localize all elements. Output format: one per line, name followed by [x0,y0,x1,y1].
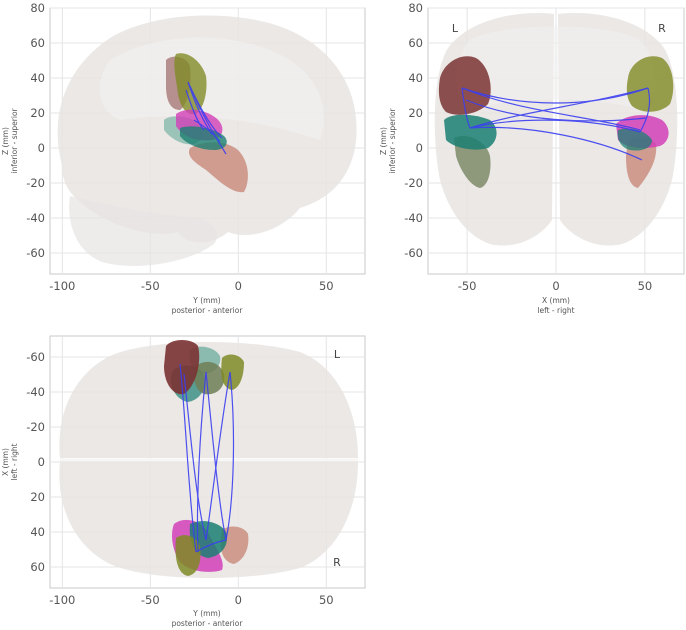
coronal-connection [469,126,643,161]
axial-x-axis-label: Y (mm) [192,609,221,618]
axial-y-axis-sublabel: left - right [10,443,19,480]
sagittal-connection [189,85,227,155]
axial-right-hemisphere-label: R [333,556,341,569]
y-tick-label: 0 [38,455,45,469]
axial-view-panel: L R -100 -50 0 50 -60 -40 -20 0 20 40 60 Y (mm) p… [1,335,366,628]
coronal-left-hemisphere-label: L [452,22,459,35]
coronal-connection [639,87,651,133]
coronal-y-axis-label: Z (mm) [379,127,388,155]
axial-region-sage-left [194,361,225,395]
sagittal-connection [193,119,221,143]
x-tick-label: 0 [552,279,559,293]
x-tick-label: 0 [235,279,242,293]
axial-connection [183,373,207,541]
x-tick-label: -50 [141,593,160,607]
x-tick-label: -50 [141,279,160,293]
sagittal-region-teal [180,126,227,150]
sagittal-brain-highlight [99,37,324,140]
axial-y-tick-labels: -60 -40 -20 0 20 40 60 [26,350,45,574]
y-tick-label: -60 [26,246,45,260]
axial-connection [205,371,231,541]
sagittal-region-olive [174,53,207,115]
axial-connection [179,363,197,553]
coronal-right-hemisphere-label: R [658,22,666,35]
axial-region-olive-left [221,354,244,390]
axial-region-salmon-right [220,526,249,564]
sagittal-x-tick-labels: -100 -50 0 50 [49,279,333,293]
y-tick-label: 20 [30,490,45,504]
coronal-x-axis-label: X (mm) [542,296,570,305]
y-tick-label: 0 [38,141,45,155]
axial-regions [164,340,249,576]
sagittal-connections [185,81,227,155]
coronal-connection [465,99,647,122]
coronal-connection [461,87,649,104]
coronal-connection [461,87,471,129]
coronal-region-teal-right [617,128,652,151]
coronal-connection [469,119,641,133]
sagittal-x-axis-label: Y (mm) [192,296,221,305]
coronal-connection [461,87,641,131]
axial-x-axis-sublabel: posterior - anterior [172,619,244,628]
axial-y-axis-label: X (mm) [1,448,10,476]
axial-connection [196,371,207,553]
y-tick-label: -20 [26,176,45,190]
y-tick-label: -60 [26,350,45,364]
y-tick-label: 40 [408,71,423,85]
sagittal-y-axis-label: Z (mm) [1,127,10,155]
y-tick-label: 80 [30,1,45,15]
axial-connection [195,539,227,553]
x-tick-label: -100 [49,279,75,293]
x-tick-label: 50 [319,593,334,607]
y-tick-label: -60 [404,246,423,260]
coronal-x-axis-sublabel: left - right [537,306,574,315]
y-tick-label: 60 [30,36,45,50]
coronal-region-olive-right [626,56,674,112]
y-tick-label: 20 [30,106,45,120]
axial-connection [225,371,235,541]
y-tick-label: 20 [408,106,423,120]
x-tick-label: 0 [235,593,242,607]
y-tick-label: 0 [416,141,423,155]
x-tick-label: -100 [49,593,75,607]
coronal-connection [469,87,649,129]
coronal-region-teal-left [444,114,497,150]
sagittal-x-axis-sublabel: posterior - anterior [172,306,244,315]
sagittal-region-salmon-temporal [188,142,248,193]
sagittal-y-axis-sublabel: inferior - superior [10,107,19,173]
y-tick-label: 40 [30,71,45,85]
axial-region-maroon-left [164,340,200,395]
x-tick-label: 50 [638,279,653,293]
y-tick-label: 60 [30,560,45,574]
coronal-connections [461,87,651,161]
sagittal-brain-cerebellum [69,196,218,266]
axial-connection [205,371,227,541]
coronal-x-tick-labels: -50 0 50 [458,279,652,293]
y-tick-label: -40 [26,385,45,399]
y-tick-label: -40 [26,211,45,225]
y-tick-label: 40 [30,525,45,539]
axial-connections [179,363,235,553]
sagittal-connection [185,89,205,131]
x-tick-label: 50 [319,279,334,293]
axial-x-tick-labels: -100 -50 0 50 [49,593,333,607]
y-tick-label: -20 [404,176,423,190]
y-tick-label: -20 [26,420,45,434]
y-tick-label: -40 [404,211,423,225]
y-tick-label: 80 [408,1,423,15]
x-tick-label: -50 [458,279,477,293]
axial-region-olive-right [175,535,201,576]
coronal-brain-highlight [456,26,655,110]
coronal-y-tick-labels: 80 60 40 20 0 -20 -40 -60 [404,1,423,260]
coronal-y-axis-sublabel: inferior - superior [388,107,397,173]
sagittal-view-panel: -100 -50 0 50 80 60 40 20 0 -20 -40 -60 Y (mm) pos… [1,1,366,315]
coronal-regions [438,56,674,188]
sagittal-y-tick-labels: 80 60 40 20 0 -20 -40 -60 [26,1,45,260]
coronal-view-panel: L R -50 0 50 80 60 40 20 0 -20 -40 -60 X (mm) lef… [379,1,685,315]
y-tick-label: 60 [408,36,423,50]
axial-left-hemisphere-label: L [334,348,341,361]
coronal-region-maroon-left [438,56,491,115]
